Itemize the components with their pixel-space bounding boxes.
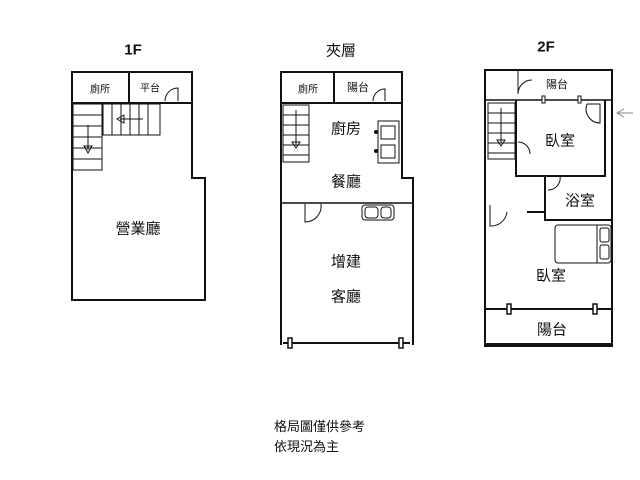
entrance-arrow-icon	[615, 108, 633, 118]
sink-icon	[361, 204, 395, 221]
stove-icon	[374, 120, 400, 164]
room-label-bathroom: 浴室	[564, 191, 596, 210]
room-label-platform: 平台	[140, 83, 160, 95]
caption-line-1: 格局圖僅供參考	[274, 420, 366, 435]
floor-title-2f: 2F	[537, 38, 555, 56]
floor-1f-plan	[71, 71, 206, 301]
room-label-balcony: 陽台	[546, 78, 568, 91]
floor-2f-plan	[484, 69, 633, 347]
room-label-kitchen: 廚房	[330, 119, 362, 138]
floor-mezzanine-plan	[280, 71, 414, 349]
bed-icon	[554, 224, 612, 264]
room-label-balcony: 陽台	[536, 320, 568, 339]
room-label-living: 客廳	[330, 287, 362, 306]
room-label-business-hall: 營業廳	[115, 219, 161, 238]
stairs-icon	[487, 102, 516, 160]
caption-line-2: 依現況為主	[274, 440, 340, 455]
room-label-bedroom: 臥室	[535, 266, 567, 285]
room-label-addition: 增建	[330, 252, 362, 271]
railing	[283, 337, 410, 349]
room-label-dining: 餐廳	[330, 172, 362, 191]
floor-title-mezzanine: 夾層	[325, 42, 357, 60]
room-label-balcony: 陽台	[347, 81, 369, 94]
stairs-icon	[282, 104, 310, 163]
room-label-toilet: 廁所	[90, 84, 110, 96]
floor-title-1f: 1F	[124, 41, 142, 59]
room-label-bedroom: 臥室	[544, 131, 576, 150]
stairs-icon	[72, 103, 161, 171]
railing	[485, 303, 612, 315]
room-label-toilet: 廁所	[298, 84, 318, 96]
